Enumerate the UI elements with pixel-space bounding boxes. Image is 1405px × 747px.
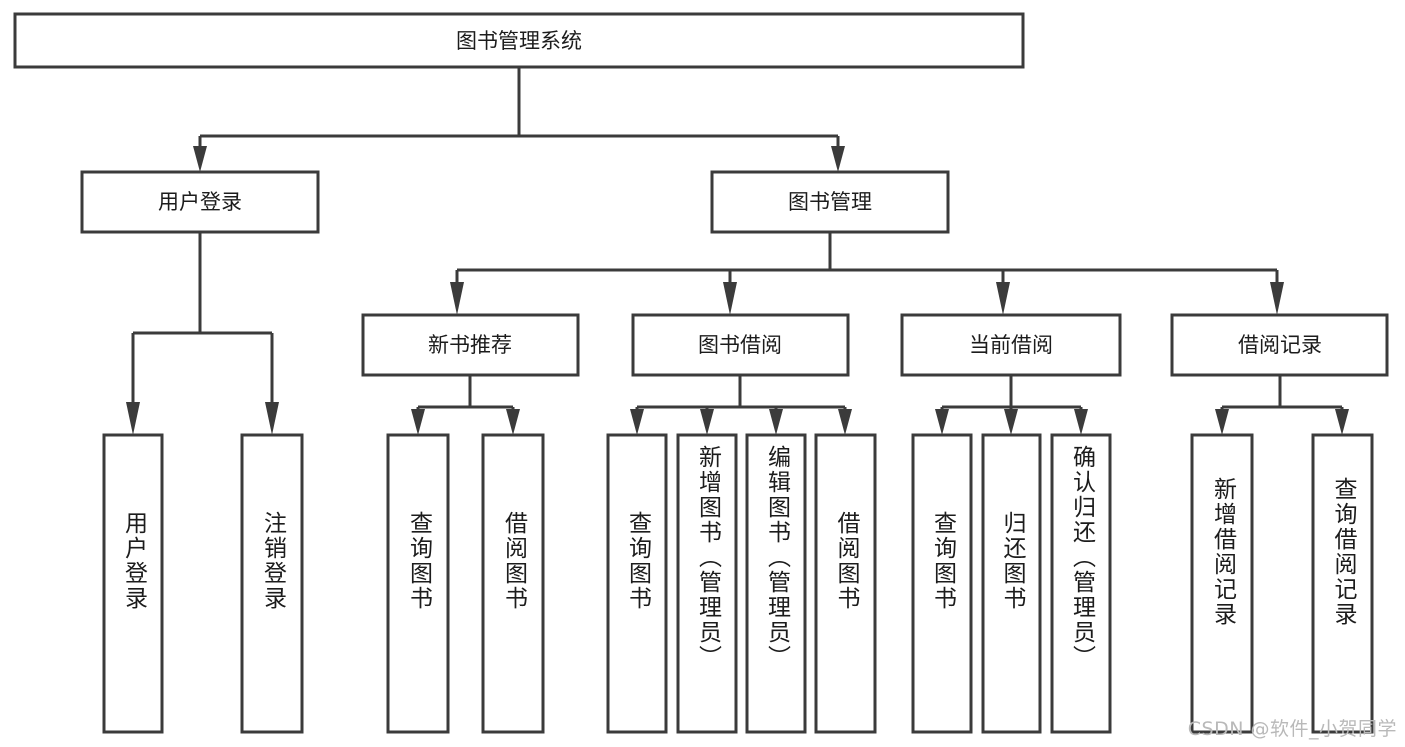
node-label-book-management: 图书管理 [788,190,872,214]
edge-group-book-borrow [630,375,852,435]
arrow-head-icon [700,409,714,435]
node-box-leaf-user-login[interactable] [102,433,164,734]
arrow-head-icon [838,409,852,435]
node-label-borrow-record: 借阅记录 [1238,333,1322,357]
node-box-leaf-add-record[interactable] [1190,433,1254,734]
arrow-head-icon [1074,409,1088,435]
edge-group-current-borrow [935,375,1088,435]
node-box-leaf-confirm-return[interactable] [1050,433,1112,734]
node-book-borrow[interactable]: 图书借阅 [631,313,850,377]
arrow-head-icon [193,146,207,172]
node-box-book-management[interactable] [710,170,950,234]
arrow-head-icon [996,282,1010,315]
node-label-user-login: 用户登录 [158,190,242,214]
arrow-head-icon [1215,409,1229,435]
node-user-login[interactable]: 用户登录 [80,170,320,234]
edge-group-root [193,67,845,172]
edge-group-book-management [450,232,1284,315]
node-current-borrow[interactable]: 当前借阅 [900,313,1122,377]
arrow-head-icon [935,409,949,435]
node-label-root: 图书管理系统 [456,29,582,53]
arrow-head-icon [506,409,520,435]
arrow-head-icon [1270,282,1284,315]
arrow-head-icon [411,409,425,435]
node-box-leaf-query-book-1[interactable] [386,433,450,734]
node-label-new-book-recommend: 新书推荐 [428,333,512,357]
node-box-borrow-record[interactable] [1170,313,1389,377]
node-borrow-record[interactable]: 借阅记录 [1170,313,1389,377]
arrow-head-icon [723,282,737,315]
arrow-head-icon [265,402,279,435]
node-box-leaf-query-book-3[interactable] [911,433,973,734]
node-box-leaf-logout[interactable] [240,433,304,734]
arrow-head-icon [1335,409,1349,435]
node-box-current-borrow[interactable] [900,313,1122,377]
node-label-current-borrow: 当前借阅 [969,333,1053,357]
arrow-head-icon [630,409,644,435]
node-box-leaf-add-book[interactable] [676,433,738,734]
node-box-leaf-borrow-book-1[interactable] [481,433,545,734]
arrow-head-icon [831,146,845,172]
node-new-book-recommend[interactable]: 新书推荐 [361,313,580,377]
node-box-leaf-query-book-2[interactable] [606,433,668,734]
node-root-system[interactable]: 图书管理系统 [13,12,1025,69]
edge-group-new-book [411,375,520,435]
node-book-management[interactable]: 图书管理 [710,170,950,234]
arrow-head-icon [450,282,464,315]
node-box-book-borrow[interactable] [631,313,850,377]
node-box-leaf-return-book[interactable] [981,433,1042,734]
edge-group-user-login [126,232,279,435]
node-box-new-book-recommend[interactable] [361,313,580,377]
node-box-user-login[interactable] [80,170,320,234]
node-box-leaf-query-record[interactable] [1311,433,1374,734]
arrow-head-icon [126,402,140,435]
arrow-head-icon [1004,409,1018,435]
node-label-book-borrow: 图书借阅 [698,333,782,357]
leaf-boxes [102,433,1374,734]
node-box-leaf-borrow-book-2[interactable] [814,433,877,734]
node-box-root[interactable] [13,12,1025,69]
node-box-leaf-edit-book[interactable] [745,433,807,734]
arrow-head-icon [769,409,783,435]
edge-group-borrow-record [1215,375,1349,435]
